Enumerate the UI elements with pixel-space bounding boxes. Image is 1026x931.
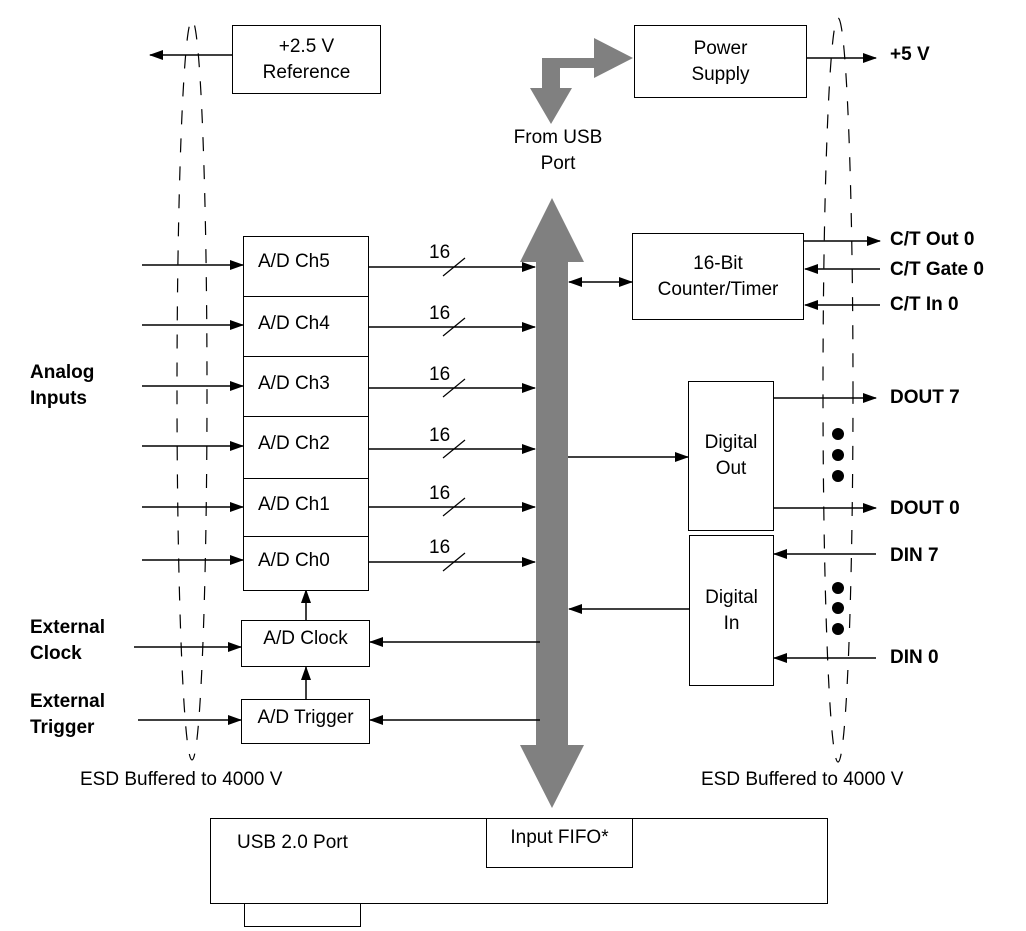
din-ellipsis-dot [832,602,844,614]
external-trigger-line2: Trigger [30,717,95,738]
analog-inputs-line2: Inputs [30,388,87,409]
input-fifo-block: Input FIFO* [486,818,633,868]
esd-boundary-left [176,19,208,761]
ad-clock-label: A/D Clock [263,628,348,649]
counter-timer-block: 16-Bit Counter/Timer [632,233,804,320]
from-usb-line1: From USB [513,127,603,148]
ad-channel-label: A/D Ch1 [258,494,330,515]
ad-channel-0: A/D Ch0 [243,536,369,591]
din7-label: DIN 7 [890,545,939,566]
bus-width-label: 16 [429,537,451,558]
external-clock-line2: Clock [30,643,82,664]
power-supply-block: Power Supply [634,25,807,98]
bus-width-slash-4 [442,317,466,337]
dout0-label: DOUT 0 [890,498,960,519]
ad-channel-4: A/D Ch4 [243,296,369,358]
esd-boundary-right [822,17,854,763]
ad-channel-label: A/D Ch5 [258,251,330,272]
bus-width-label: 16 [429,242,451,263]
ad-trigger-label: A/D Trigger [257,707,354,728]
ad-channel-label: A/D Ch3 [258,373,330,394]
dout-ellipsis-dot [832,428,844,440]
from-usb-line2: Port [540,153,576,174]
bus-width-label: 16 [429,425,451,446]
digital-out-block: Digital Out [688,381,774,531]
external-clock-line1: External [30,617,105,638]
ad-channel-5: A/D Ch5 [243,236,369,298]
ct-out-label: C/T Out 0 [890,229,975,250]
power-supply-line1: Power [693,37,748,59]
reference-line1: +2.5 V [278,35,335,57]
analog-inputs-line1: Analog [30,362,95,383]
bus-width-label: 16 [429,303,451,324]
ad-channel-label: A/D Ch4 [258,313,330,334]
digital-in-line2: In [723,612,740,634]
ad-trigger-block: A/D Trigger [241,699,370,744]
ad-clock-block: A/D Clock [241,620,370,667]
digital-out-line1: Digital [704,432,758,453]
din0-label: DIN 0 [890,647,939,668]
ct-gate-label: C/T Gate 0 [890,259,984,280]
plus5v-label: +5 V [890,44,930,65]
bus-width-slash-2 [442,439,466,459]
reference-line2: Reference [262,61,351,83]
din-ellipsis-dot [832,582,844,594]
usb-power-arrow [530,38,633,124]
power-supply-line2: Supply [691,63,750,85]
bus-width-slash-0 [442,552,466,572]
internal-bus-arrow [520,198,584,808]
reference-block: +2.5 V Reference [232,25,381,94]
dout-ellipsis-dot [832,470,844,482]
usb-port-label: USB 2.0 Port [237,832,348,853]
ad-channel-1: A/D Ch1 [243,478,369,538]
external-clock-label: External Clock [30,615,105,667]
digital-in-block: Digital In [689,535,774,686]
digital-in-line1: Digital [705,586,758,608]
esd-left-label: ESD Buffered to 4000 V [80,769,283,790]
esd-right-label: ESD Buffered to 4000 V [701,769,904,790]
counter-timer-line2: Counter/Timer [657,278,779,300]
digital-out-line2: Out [715,458,747,479]
external-trigger-label: External Trigger [30,689,105,741]
from-usb-label: From USB Port [497,125,619,177]
input-fifo-label: Input FIFO* [510,827,609,848]
analog-inputs-label: Analog Inputs [30,360,94,412]
ad-channel-3: A/D Ch3 [243,356,369,418]
bus-width-slash-5 [442,257,466,277]
dout-ellipsis-dot [832,449,844,461]
counter-timer-line1: 16-Bit [693,252,743,274]
bus-width-slash-1 [442,497,466,517]
ct-in-label: C/T In 0 [890,294,959,315]
bus-width-label: 16 [429,364,451,385]
usb-connector-tab [244,903,361,927]
bus-width-label: 16 [429,483,451,504]
ad-channel-label: A/D Ch2 [258,433,330,454]
external-trigger-line1: External [30,691,105,712]
ad-channel-2: A/D Ch2 [243,416,369,480]
bus-width-slash-3 [442,378,466,398]
ad-channel-label: A/D Ch0 [258,550,330,571]
dout7-label: DOUT 7 [890,387,960,408]
din-ellipsis-dot [832,623,844,635]
